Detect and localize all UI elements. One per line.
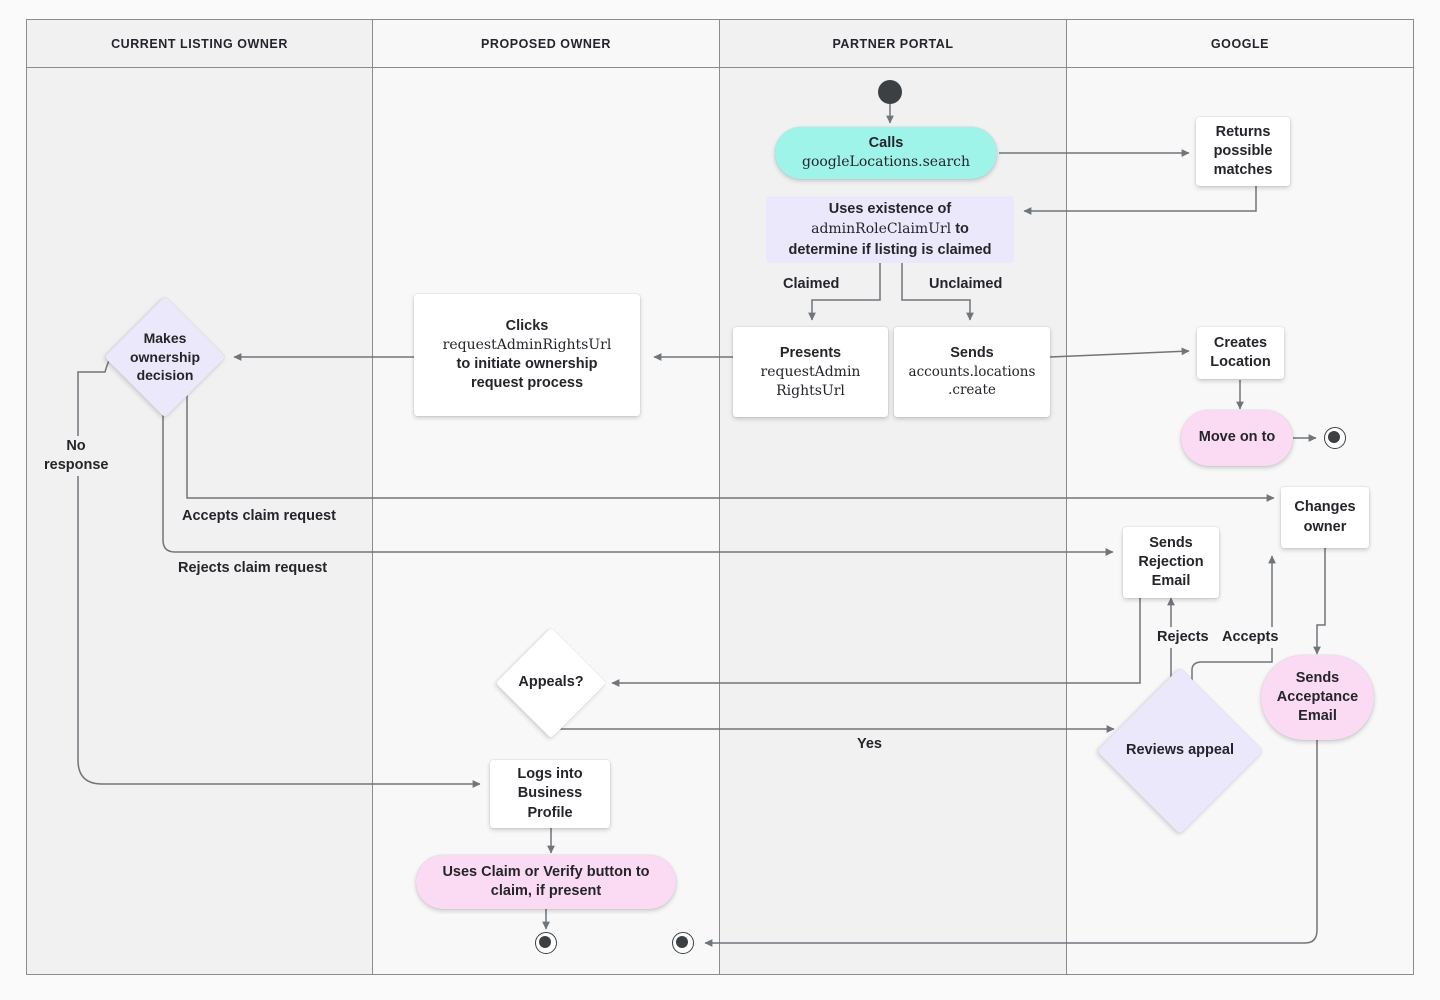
- node-sends-acceptance-email[interactable]: Sends Acceptance Email: [1261, 655, 1374, 740]
- node-sendscreate-line1: Sends: [950, 345, 994, 362]
- node-changes-owner[interactable]: Changes owner: [1281, 487, 1369, 548]
- node-calls-line1: Calls: [868, 135, 904, 152]
- node-sendscreate-line2: accounts.locations: [908, 363, 1036, 380]
- node-reviews-appeal[interactable]: Reviews appeal: [1096, 667, 1264, 835]
- node-sends-rejection-email[interactable]: Sends Rejection Email: [1123, 527, 1219, 598]
- node-sendscreate-line3: .create: [948, 381, 996, 398]
- node-uses-code: adminRoleClaimUrl: [811, 221, 952, 238]
- edge-uses-to-presents: [808, 263, 881, 321]
- node-clicks-line2: requestAdminRightsUrl: [442, 337, 612, 354]
- node-returns-label: Returns possible matches: [1213, 123, 1273, 179]
- node-clicks-line3: to initiate ownership: [456, 355, 598, 372]
- node-appeals-label: Appeals?: [518, 674, 584, 691]
- start-terminal: [878, 80, 902, 104]
- end-terminal-google: [1324, 427, 1346, 449]
- edge-label-claimed: Claimed: [779, 274, 844, 295]
- end-terminal-proposed-owner: [535, 932, 557, 954]
- node-creates-label: Creates Location: [1210, 334, 1271, 370]
- edge-decision-accepts: [186, 383, 1275, 502]
- node-calls-google-locations-search[interactable]: Calls googleLocations.search: [775, 127, 997, 179]
- node-presents-line3: RightsUrl: [776, 382, 845, 399]
- edge-changesowner-to-acceptance: [1313, 548, 1326, 655]
- lane-header-current-listing-owner: CURRENT LISTING OWNER: [27, 19, 372, 68]
- node-moveon-label: Move on to: [1198, 429, 1276, 446]
- lane-bottom-border: [373, 974, 719, 975]
- edge-label-no-response: No response: [40, 436, 112, 476]
- node-reviews-appeal-label: Reviews appeal: [1126, 742, 1234, 759]
- node-sends-acceptance-label: Sends Acceptance Email: [1276, 669, 1359, 725]
- node-creates-location[interactable]: Creates Location: [1197, 327, 1284, 379]
- lane-bottom-border: [27, 974, 372, 975]
- node-appeals[interactable]: Appeals?: [495, 627, 607, 739]
- node-move-on-to[interactable]: Move on to: [1181, 410, 1293, 466]
- node-uses-claim-or-verify-button[interactable]: Uses Claim or Verify button to claim, if…: [416, 855, 676, 909]
- lane-current-listing-owner: CURRENT LISTING OWNER: [26, 19, 373, 975]
- edge-sends-to-creates: [1049, 347, 1190, 358]
- node-changes-owner-label: Changes owner: [1294, 499, 1356, 535]
- edge-label-accepts: Accepts: [1218, 627, 1283, 648]
- edge-label-accepts-claim-request: Accepts claim request: [178, 506, 340, 527]
- lane-header-proposed-owner: PROPOSED OWNER: [373, 19, 719, 68]
- lane-header-google: GOOGLE: [1067, 19, 1413, 68]
- edge-label-yes: Yes: [853, 734, 886, 755]
- edge-rejection-to-appeals: [611, 598, 1141, 687]
- node-calls-line2: googleLocations.search: [801, 154, 970, 171]
- edge-reviews-accepts: [1191, 555, 1276, 712]
- node-uses-line1: Uses existence of: [828, 201, 952, 218]
- node-makes-decision-label: Makes ownership decision: [129, 330, 200, 384]
- edge-uses-to-sends: [901, 263, 974, 321]
- edge-acceptance-to-end: [704, 740, 1318, 947]
- node-uses-line2-rest: to: [951, 221, 969, 238]
- node-sends-rejection-label: Sends Rejection Email: [1138, 534, 1204, 590]
- node-sends-accounts-locations-create[interactable]: Sends accounts.locations .create: [894, 327, 1050, 417]
- edge-appeals-yes-to-reviews: [550, 710, 1115, 733]
- edge-decision-rejects: [162, 400, 1114, 556]
- node-presents-request-admin-rights-url[interactable]: Presents requestAdmin RightsUrl: [733, 327, 888, 417]
- node-uses-line3: determine if listing is claimed: [788, 241, 992, 258]
- node-uses-line2: adminRoleClaimUrl to: [811, 219, 969, 239]
- lane-bottom-border: [1067, 974, 1413, 975]
- node-logs-into-label: Logs into Business Profile: [517, 766, 583, 821]
- node-clicks-line4: request process: [470, 374, 584, 391]
- node-logs-into-business-profile[interactable]: Logs into Business Profile: [490, 760, 610, 828]
- node-presents-line2: requestAdmin: [760, 364, 861, 381]
- node-presents-line1: Presents: [779, 344, 842, 361]
- lane-header-partner-portal: PARTNER PORTAL: [720, 19, 1066, 68]
- node-uses-claim-label: Uses Claim or Verify button to claim, if…: [442, 863, 650, 899]
- node-clicks-line1: Clicks: [505, 317, 549, 334]
- edge-label-rejects-claim-request: Rejects claim request: [174, 558, 332, 579]
- node-makes-ownership-decision[interactable]: Makes ownership decision: [104, 296, 226, 418]
- edge-returns-to-uses: [1023, 186, 1257, 215]
- end-terminal-partner-portal: [672, 932, 694, 954]
- node-returns-possible-matches[interactable]: Returns possible matches: [1196, 117, 1290, 186]
- node-uses-existence-of-admin-role-claim-url[interactable]: Uses existence of adminRoleClaimUrl to d…: [766, 196, 1014, 263]
- edge-label-rejects: Rejects: [1153, 627, 1213, 648]
- lane-bottom-border: [720, 974, 1066, 975]
- node-clicks-request-admin-rights-url[interactable]: Clicks requestAdminRightsUrl to initiate…: [414, 294, 640, 416]
- edge-label-unclaimed: Unclaimed: [925, 274, 1007, 295]
